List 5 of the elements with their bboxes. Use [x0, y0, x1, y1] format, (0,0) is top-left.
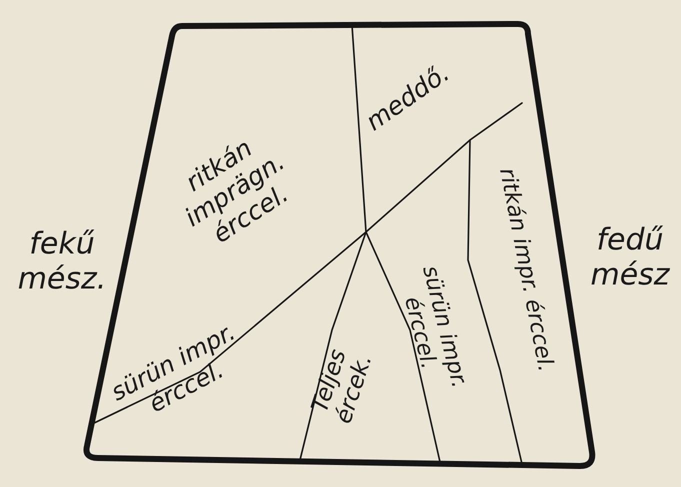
zone-label: ritkán impr. érccel. [493, 165, 560, 376]
rock-label: fedű mész [589, 224, 671, 292]
zone-label: sürün impr. érccel. [398, 262, 473, 392]
rock-label: fekű mész. [16, 228, 108, 296]
zone-label: Teljes ércek. [306, 345, 379, 429]
